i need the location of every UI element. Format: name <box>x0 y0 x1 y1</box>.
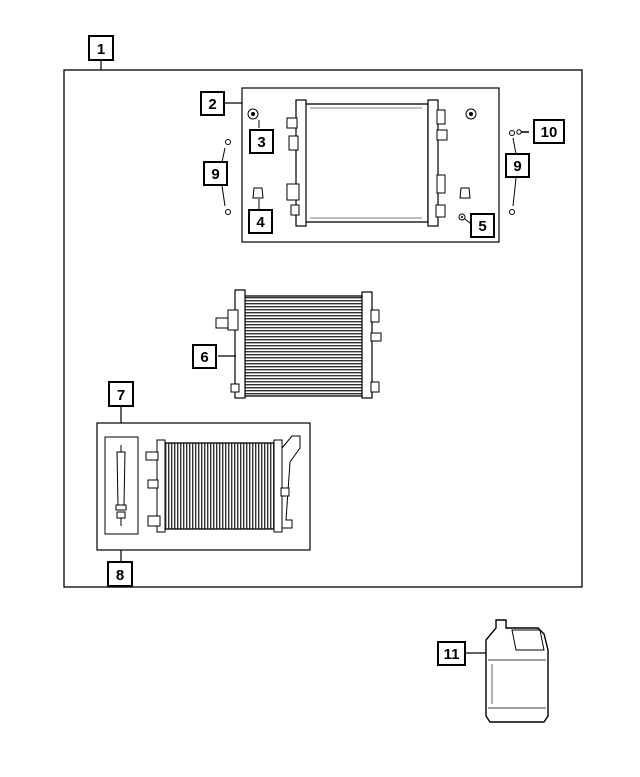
receiver-drier-illustration[interactable] <box>115 445 127 526</box>
upper-isolator-icon[interactable] <box>247 108 477 120</box>
callout-4-label: 4 <box>256 214 265 231</box>
cooler-core-illustration[interactable] <box>215 289 382 399</box>
callout-3[interactable]: 3 <box>249 129 274 154</box>
callout-2[interactable]: 2 <box>200 91 225 116</box>
callout-9-left-label: 9 <box>211 166 219 183</box>
bolt-icon[interactable] <box>458 213 466 221</box>
callout-8-label: 8 <box>116 567 124 584</box>
callout-11-label: 11 <box>444 646 460 663</box>
callout-7[interactable]: 7 <box>108 381 134 407</box>
condenser-subframe <box>96 422 311 551</box>
radiator-subframe <box>241 87 500 243</box>
callout-9-left[interactable]: 9 <box>203 161 228 186</box>
callout-8[interactable]: 8 <box>107 561 133 587</box>
callout-10[interactable]: 10 <box>533 119 565 144</box>
callout-5-label: 5 <box>478 218 486 235</box>
callout-9-right[interactable]: 9 <box>505 153 530 178</box>
callout-3-label: 3 <box>257 134 265 151</box>
callout-1[interactable]: 1 <box>88 35 114 61</box>
callout-6-label: 6 <box>200 349 208 366</box>
callout-2-label: 2 <box>208 96 216 113</box>
assembly-frame <box>63 69 583 588</box>
radiator-illustration[interactable] <box>286 99 448 227</box>
screw-icon[interactable] <box>516 129 529 135</box>
callout-7-label: 7 <box>117 387 125 404</box>
callout-11[interactable]: 11 <box>437 641 466 666</box>
drier-box <box>104 436 139 535</box>
callout-1-label: 1 <box>97 41 105 58</box>
condenser-illustration[interactable] <box>145 435 301 533</box>
nut-icon-right[interactable] <box>509 130 515 215</box>
lower-isolator-icon[interactable] <box>252 187 471 199</box>
callout-9-right-label: 9 <box>513 158 521 175</box>
nut-icon-left[interactable] <box>225 139 231 215</box>
callout-4[interactable]: 4 <box>248 209 273 234</box>
callout-10-label: 10 <box>541 124 558 141</box>
callout-6[interactable]: 6 <box>192 344 217 369</box>
coolant-jug-illustration[interactable] <box>485 619 549 723</box>
callout-5[interactable]: 5 <box>470 213 495 238</box>
